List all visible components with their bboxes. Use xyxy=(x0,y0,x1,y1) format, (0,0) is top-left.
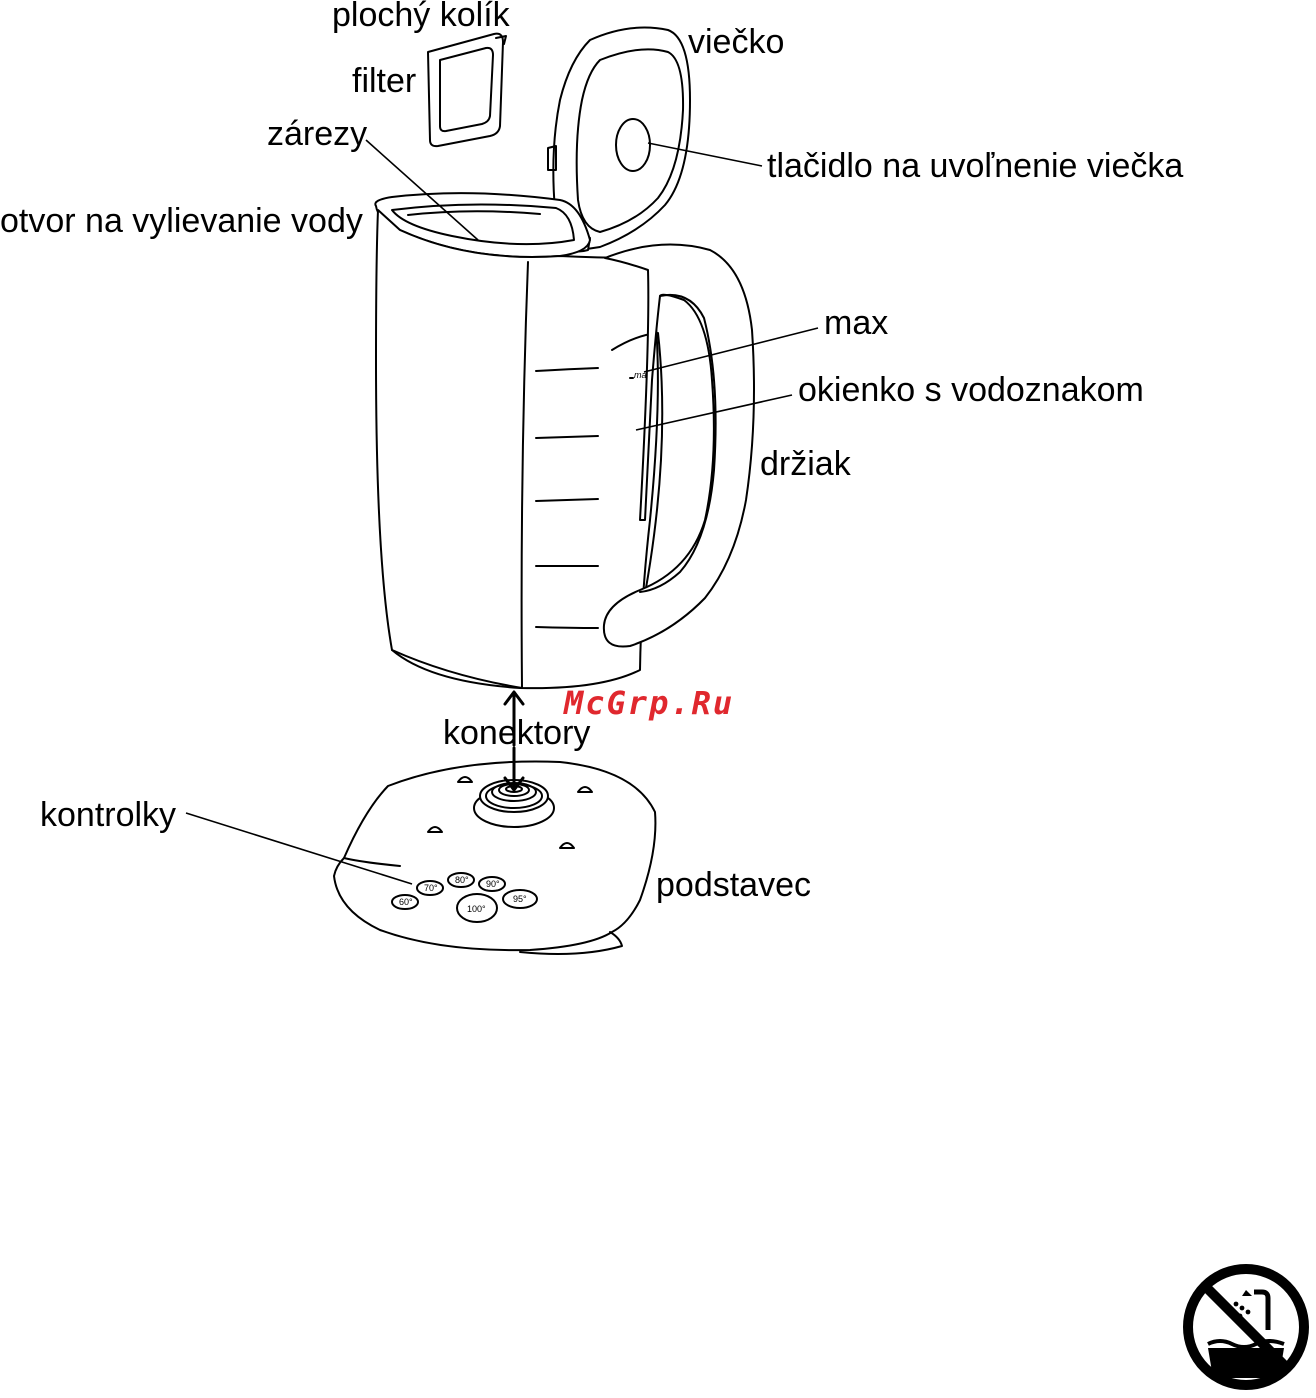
button-70: 70° xyxy=(424,883,438,893)
label-konektory: konektory xyxy=(443,714,590,752)
label-kontrolky: kontrolky xyxy=(40,796,176,834)
kettle-base: 60° 70° 80° 90° 95° 100° xyxy=(334,762,655,955)
button-60: 60° xyxy=(399,897,413,907)
label-ploche-kolik: plochý kolík xyxy=(332,0,511,34)
button-90: 90° xyxy=(486,879,500,889)
button-100: 100° xyxy=(467,904,486,914)
button-80: 80° xyxy=(455,875,469,885)
label-drziak: držiak xyxy=(760,445,852,483)
label-podstavec: podstavec xyxy=(656,866,811,904)
label-tlacidlo: tlačidlo na uvoľnenie viečka xyxy=(767,147,1183,185)
label-zarezy: zárezy xyxy=(267,115,367,153)
button-95: 95° xyxy=(513,894,527,904)
label-viecko: viečko xyxy=(688,23,784,61)
label-max: max xyxy=(824,304,888,342)
label-otvor: otvor na vylievanie vody xyxy=(0,202,363,240)
no-immersion-shower-icon xyxy=(1188,1269,1304,1385)
label-okienko: okienko s vodoznakom xyxy=(798,371,1144,409)
label-filter: filter xyxy=(352,62,416,100)
filter-part xyxy=(428,34,506,146)
